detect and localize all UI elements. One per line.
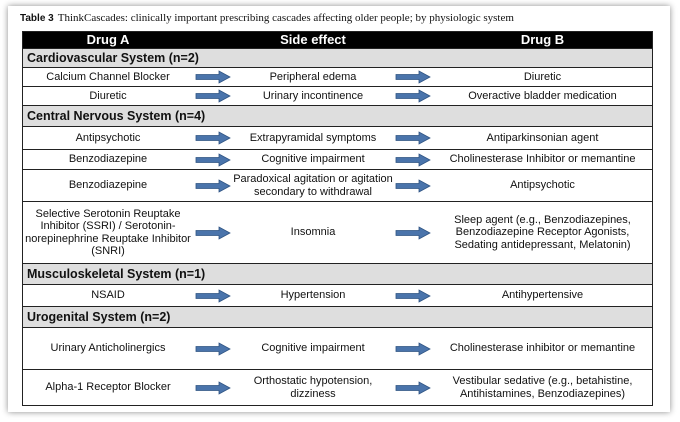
table-row: Benzodiazepine Paradoxical agitation or …	[22, 169, 653, 202]
arrow-right-icon	[195, 288, 231, 303]
section-title: Central Nervous System (n=4)	[22, 105, 653, 127]
header-drug-b: Drug B	[433, 31, 653, 49]
drug-b-cell: Antiparkinsonian agent	[486, 131, 599, 144]
section-title: Urogenital System (n=2)	[22, 306, 653, 328]
table-row: Urinary Anticholinergics Cognitive impai…	[22, 327, 653, 370]
section-row: Musculoskeletal System (n=1)	[22, 263, 653, 285]
table-row: Selective Serotonin Reuptake Inhibitor (…	[22, 201, 653, 264]
caption-label: Table 3	[20, 13, 54, 24]
table-row: Antipsychotic Extrapyramidal symptoms An…	[22, 126, 653, 150]
drug-a-cell: Calcium Channel Blocker	[46, 70, 170, 83]
caption-text: ThinkCascades: clinically important pres…	[57, 12, 514, 24]
drug-a-cell: Benzodiazepine	[68, 179, 148, 192]
drug-a-cell: Antipsychotic	[75, 131, 141, 144]
arrow-right-icon	[195, 380, 231, 395]
arrow-right-icon	[195, 225, 231, 240]
side-effect-cell: Cognitive impairment	[261, 153, 365, 166]
arrow-right-icon	[195, 89, 231, 103]
table-row: NSAID Hypertension Antihypertensive	[22, 284, 653, 307]
side-effect-cell: Peripheral edema	[269, 70, 357, 83]
side-effect-cell: Cognitive impairment	[261, 342, 365, 355]
table-row: Alpha-1 Receptor Blocker Orthostatic hyp…	[22, 369, 653, 406]
side-effect-cell: Orthostatic hypotension, dizziness	[253, 375, 373, 400]
table-row: Benzodiazepine Cognitive impairment Chol…	[22, 149, 653, 170]
drug-b-cell: Vestibular sedative (e.g., betahistine, …	[452, 375, 633, 400]
section-row: Cardiovascular System (n=2)	[22, 48, 653, 68]
side-effect-cell: Urinary incontinence	[262, 89, 364, 102]
drug-b-cell: Sleep agent (e.g., Benzodiazepines, Benz…	[454, 213, 631, 251]
arrow-right-icon	[395, 70, 431, 84]
arrow-right-icon	[395, 89, 431, 103]
cascades-table: Drug A Side effect Drug B Cardiovascular…	[22, 31, 653, 406]
arrow-right-icon	[395, 152, 431, 167]
table-panel	[8, 6, 670, 412]
arrow-right-icon	[395, 178, 431, 193]
arrow-right-icon	[395, 288, 431, 303]
section-title: Cardiovascular System (n=2)	[22, 48, 653, 68]
arrow-right-icon	[395, 131, 431, 145]
drug-a-cell: Alpha-1 Receptor Blocker	[45, 381, 171, 394]
drug-b-cell: Diuretic	[523, 70, 562, 83]
drug-b-cell: Overactive bladder medication	[468, 89, 617, 102]
side-effect-cell: Paradoxical agitation or agitation secon…	[233, 173, 393, 198]
drug-b-cell: Antipsychotic	[510, 179, 575, 192]
drug-a-cell: Diuretic	[89, 89, 127, 102]
drug-b-cell: Antihypertensive	[501, 289, 584, 302]
side-effect-cell: Extrapyramidal symptoms	[249, 131, 377, 144]
section-row: Urogenital System (n=2)	[22, 306, 653, 328]
drug-a-cell: Urinary Anticholinergics	[50, 342, 166, 355]
header-row: Drug A Side effect Drug B	[22, 31, 653, 49]
header-drug-a: Drug A	[22, 31, 193, 49]
arrow-right-icon	[395, 380, 431, 395]
arrow-right-icon	[195, 178, 231, 193]
section-row: Central Nervous System (n=4)	[22, 105, 653, 127]
drug-a-cell: Benzodiazepine	[68, 153, 148, 166]
drug-b-cell: Cholinesterase inhibitor or memantine	[449, 342, 636, 355]
table-row: Calcium Channel Blocker Peripheral edema…	[22, 67, 653, 87]
arrow-right-icon	[395, 225, 431, 240]
arrow-right-icon	[395, 341, 431, 356]
arrow-right-icon	[195, 152, 231, 167]
drug-a-cell: NSAID	[91, 289, 125, 302]
side-effect-cell: Insomnia	[290, 226, 336, 239]
drug-a-cell: Selective Serotonin Reuptake Inhibitor (…	[25, 207, 191, 258]
section-title: Musculoskeletal System (n=1)	[22, 263, 653, 285]
arrow-right-icon	[195, 341, 231, 356]
drug-b-cell: Cholinesterase Inhibitor or memantine	[449, 153, 636, 166]
table-row: Diuretic Urinary incontinence Overactive…	[22, 86, 653, 106]
arrow-right-icon	[195, 131, 231, 145]
arrow-right-icon	[195, 70, 231, 84]
header-side-effect: Side effect	[233, 31, 393, 49]
side-effect-cell: Hypertension	[280, 289, 346, 302]
